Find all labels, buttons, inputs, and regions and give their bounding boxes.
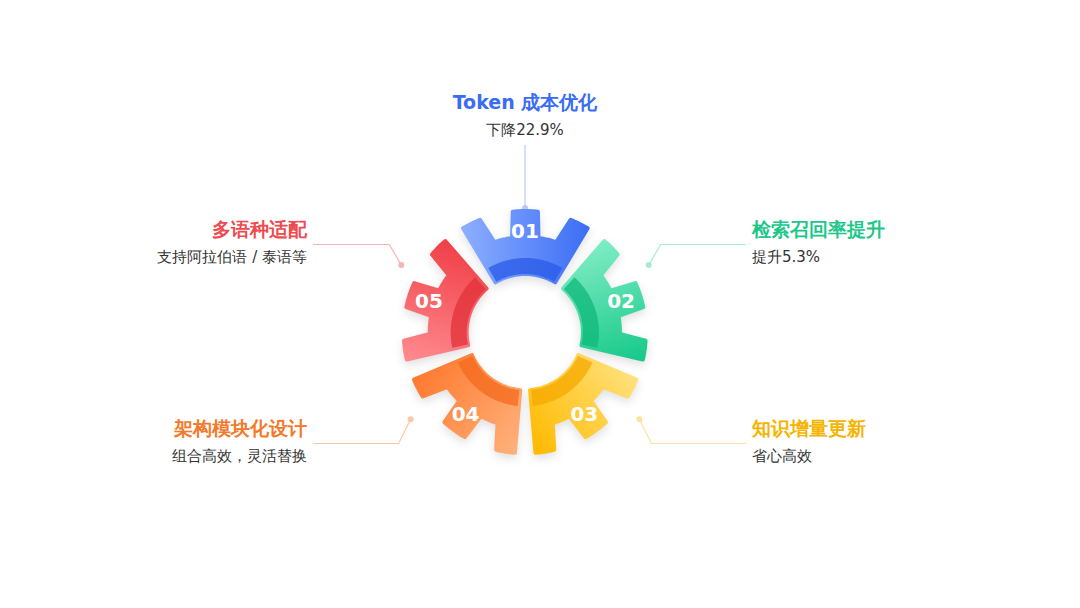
leader-dot	[636, 416, 642, 422]
gear-body	[404, 241, 487, 359]
gear-inner-band	[488, 258, 562, 282]
gear-inner-band	[451, 277, 486, 347]
callout-number: 03	[570, 402, 598, 426]
feature-detail: 组合高效，灵活替换	[172, 445, 307, 467]
gear-body	[414, 355, 520, 453]
gear-segment: 05	[401, 238, 490, 363]
gear-segment: 02	[560, 238, 649, 363]
gear-segment: 03	[527, 352, 639, 456]
leader-line	[313, 245, 401, 266]
gear-shape	[560, 238, 649, 363]
leader-dot	[398, 262, 404, 268]
gear-body	[530, 355, 636, 453]
callout-number: 05	[415, 289, 443, 313]
gear-segment: 04	[411, 352, 523, 456]
callout-number: 04	[452, 402, 480, 426]
feature-detail: 提升5.3%	[752, 246, 885, 268]
gear-inner-band	[457, 356, 518, 406]
leader-line	[313, 419, 411, 443]
callout-number: 02	[607, 289, 635, 313]
leader-dot	[408, 416, 414, 422]
leader-line	[649, 245, 746, 266]
feature-detail: 省心高效	[752, 445, 866, 467]
feature-heading: 检索召回率提升	[752, 215, 885, 243]
feature-heading: 架构模块化设计	[172, 414, 307, 442]
callout-text: Token 成本优化下降22.9%	[447, 88, 604, 145]
callout-text: 知识增量更新省心高效	[746, 414, 872, 471]
feature-detail: 支持阿拉伯语 / 泰语等	[157, 246, 307, 268]
feature-heading: Token 成本优化	[453, 88, 598, 116]
gear-inner-band	[564, 277, 599, 347]
callout-text: 多语种适配支持阿拉伯语 / 泰语等	[151, 215, 313, 272]
leader-line	[524, 145, 525, 208]
callout-number: 01	[511, 219, 539, 243]
feature-detail: 下降22.9%	[453, 119, 598, 141]
gear-segment: 01	[460, 208, 591, 285]
feature-heading: 知识增量更新	[752, 414, 866, 442]
gear-body	[563, 241, 646, 359]
callout-text: 架构模块化设计组合高效，灵活替换	[166, 414, 313, 471]
gear-body	[463, 211, 588, 282]
gear-inner-band	[531, 356, 592, 406]
callout-text: 检索召回率提升提升5.3%	[746, 215, 891, 272]
leader-dot	[646, 262, 652, 268]
feature-heading: 多语种适配	[157, 215, 307, 243]
gear-shape	[401, 238, 490, 363]
leader-line	[639, 419, 746, 443]
